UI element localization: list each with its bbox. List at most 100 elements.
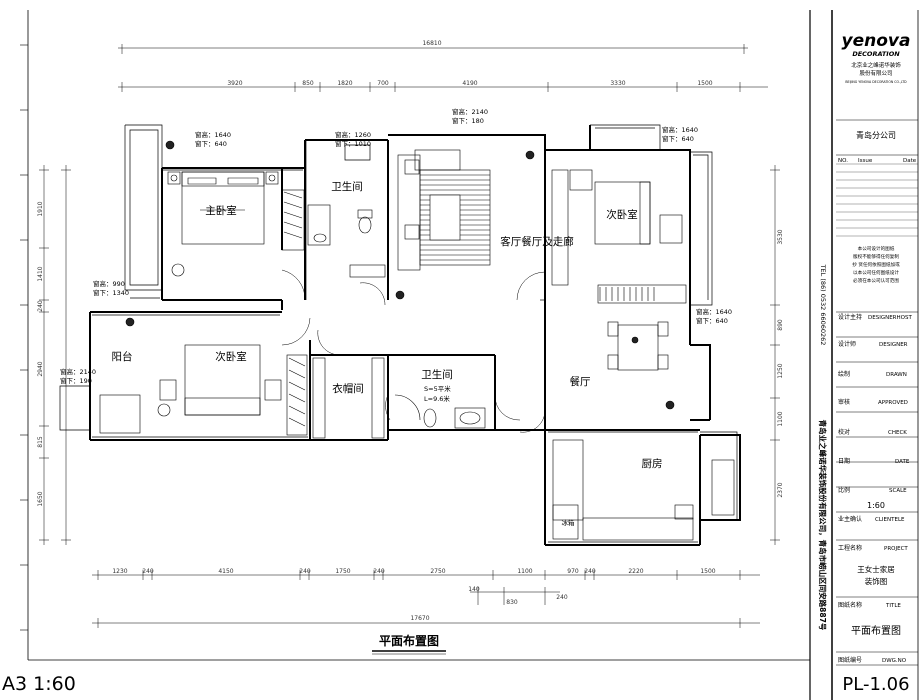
drawing-value: 平面布置图 <box>851 625 901 637</box>
notice-line: 抄 贤任何依照图纸加或 <box>852 261 900 268</box>
room-dining: 餐厅 <box>570 375 591 388</box>
rev-header-date: Date <box>903 158 917 164</box>
bottom-dim: 240 <box>299 568 311 575</box>
room-master-bedroom: 主卧室 <box>205 204 237 217</box>
company-phone: TEL (86) 0532 66060262 <box>819 264 827 346</box>
row-label-en: CLIENTELE <box>875 517 905 523</box>
notice-line: 本公司设计的图纸 <box>858 245 895 252</box>
bottom-small-dim: 140 <box>468 586 480 593</box>
title-block: yenova DECORATION 北京业之峰诺华装饰 股份有限公司 BEIJI… <box>818 31 918 695</box>
row-label-cn: 审核 <box>838 398 850 406</box>
rev-header-no: NO. <box>838 158 848 164</box>
dwg-label: 图纸编号 <box>838 656 862 664</box>
top-dim: 3920 <box>227 80 242 87</box>
row-label-cn: 校对 <box>838 428 850 436</box>
left-dim: 1650 <box>37 491 44 506</box>
row-label-en: DESIGNER <box>879 342 908 348</box>
top-dim: 4190 <box>462 80 477 87</box>
room-living: 客厅餐厅及走廊 <box>500 235 574 248</box>
dimension-lines <box>39 44 780 628</box>
window-labels: 窗高：1640 窗下：640 窗高：1260 窗下：1010 窗高：2140 窗… <box>60 107 732 385</box>
company-name-cn-2: 股份有限公司 <box>859 69 892 77</box>
row-label-cn: 比例 <box>838 486 850 494</box>
room-kitchen: 厨房 <box>642 457 663 470</box>
row-label-en: DESIGNERHOST <box>868 315 912 321</box>
room-labels: 主卧室 卫生间 客厅餐厅及走廊 次卧室 阳台 次卧室 衣帽间 卫生间 S=5平米… <box>112 180 663 527</box>
plants <box>125 140 675 417</box>
doors <box>281 269 546 433</box>
bottom-dim: 970 <box>567 568 579 575</box>
bottom-dim: 240 <box>584 568 596 575</box>
top-dim: 3330 <box>610 80 625 87</box>
right-dim: 890 <box>777 319 784 331</box>
dwg-value: PL-1.06 <box>842 674 909 695</box>
row-label-cn: 日期 <box>838 457 850 465</box>
project-value-2: 装饰图 <box>865 576 888 586</box>
left-dim: 240 <box>37 300 44 312</box>
furniture <box>99 149 735 541</box>
bath-area: S=5平米 <box>424 384 451 393</box>
left-dim: 2940 <box>37 361 44 376</box>
bottom-small-dim: 830 <box>506 599 518 606</box>
right-dim: 1250 <box>777 363 784 378</box>
scale-label: A3 1:60 <box>2 673 76 695</box>
window-height: 窗高：1640 <box>662 125 698 134</box>
window-height: 窗高：2140 <box>452 107 488 116</box>
company-logo-sub: DECORATION <box>852 50 900 58</box>
row-label-en: APPROVED <box>878 400 908 406</box>
top-dim: 1820 <box>337 80 352 87</box>
bottom-dim: 1500 <box>700 568 715 575</box>
row-label-en: DATE <box>895 459 910 465</box>
window-sill: 窗下：640 <box>662 134 694 143</box>
company-name-cn: 北京业之峰诺华装饰 <box>851 61 901 69</box>
bottom-dim: 1750 <box>335 568 350 575</box>
left-dim: 1910 <box>37 201 44 216</box>
bath-length: L=9.6米 <box>424 394 450 403</box>
dwg-label-en: DWG.NO <box>882 658 907 664</box>
bottom-dim: 2750 <box>430 568 445 575</box>
bottom-dim: 240 <box>373 568 385 575</box>
right-dim: 2370 <box>777 482 784 497</box>
walls <box>89 125 741 546</box>
room-second-bedroom-left: 次卧室 <box>215 350 247 363</box>
top-dim: 1500 <box>697 80 712 87</box>
window-sill: 窗下：1010 <box>335 139 371 148</box>
left-dim: 1410 <box>37 266 44 281</box>
room-bath-bottom: 卫生间 <box>421 368 453 381</box>
project-label: 工程名称 <box>838 544 862 552</box>
row-label-en: CHECK <box>888 430 907 436</box>
bottom-dim: 240 <box>142 568 154 575</box>
top-dim: 700 <box>377 80 389 87</box>
top-total-dim: 16810 <box>422 40 441 47</box>
company-logo: yenova <box>842 31 911 51</box>
window-height: 窗高：1640 <box>195 130 231 139</box>
window-height: 窗高：1260 <box>335 130 371 139</box>
right-dim: 3530 <box>777 229 784 244</box>
right-dim: 1100 <box>777 411 784 426</box>
window-height: 窗高：1640 <box>696 307 732 316</box>
bottom-total-dim: 17670 <box>410 615 429 622</box>
room-cloakroom: 衣帽间 <box>332 382 364 395</box>
dimension-text: 16810 3920 850 1820 700 4190 3330 1500 1… <box>37 40 784 622</box>
project-label-en: PROJECT <box>884 546 908 552</box>
window-sill: 窗下：640 <box>195 139 227 148</box>
row-label-en: DRAWN <box>886 372 907 378</box>
row-label-cn: 设计师 <box>838 340 856 348</box>
row-value-scale: 1:60 <box>867 501 885 510</box>
room-second-bedroom-right: 次卧室 <box>606 208 638 221</box>
bottom-dim: 4150 <box>218 568 233 575</box>
left-dim: 815 <box>37 436 44 448</box>
drawing-label: 图纸名称 <box>838 601 862 609</box>
company-address: 青岛业之峰诺华装饰股份有限公司，青岛市崂山区同安路887号 <box>818 420 828 631</box>
bottom-dim: 1100 <box>517 568 532 575</box>
sheet-ticks <box>20 44 28 631</box>
fridge-label: 冰箱 <box>562 518 576 527</box>
window-sill: 窗下：190 <box>60 376 92 385</box>
bottom-dim: 2220 <box>628 568 643 575</box>
room-bath-top: 卫生间 <box>331 180 363 193</box>
project-value-1: 王女士家居 <box>857 564 895 574</box>
window-sill: 窗下：180 <box>452 116 484 125</box>
plan-title: 平面布置图 <box>379 633 439 648</box>
title-rows: 设计主持 DESIGNERHOST 设计师 DESIGNER 绘制 DRAWN … <box>838 313 912 523</box>
